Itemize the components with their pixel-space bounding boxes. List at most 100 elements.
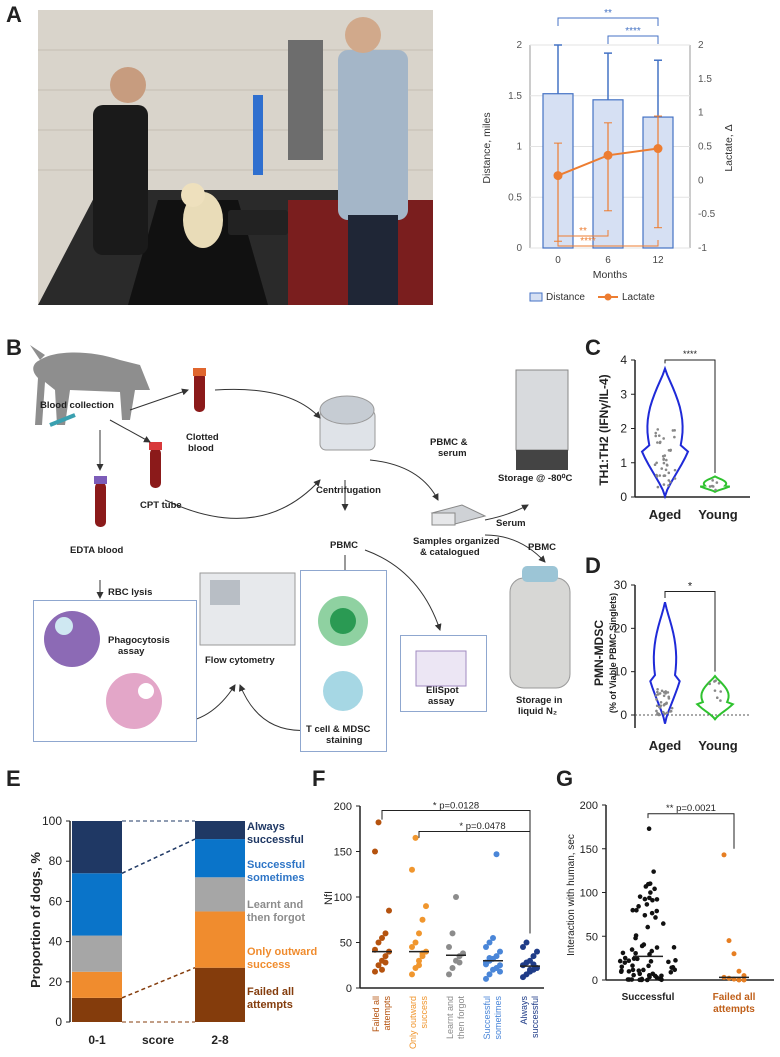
data-point <box>622 960 628 965</box>
data-point <box>660 689 664 693</box>
data-point <box>662 694 666 698</box>
y-tick: 1 <box>620 456 627 470</box>
data-point <box>626 969 632 974</box>
label-tcell-2: staining <box>326 735 363 746</box>
data-point <box>641 942 647 947</box>
data-point <box>655 709 658 713</box>
data-point <box>625 977 631 982</box>
lactate-point <box>603 150 613 160</box>
data-point <box>715 696 719 700</box>
data-point <box>662 483 666 486</box>
data-point <box>375 962 382 969</box>
data-point <box>637 894 643 899</box>
data-point <box>721 852 727 858</box>
data-point <box>379 966 385 973</box>
sig-bracket <box>664 591 716 672</box>
y-tick-right: 0 <box>698 175 704 186</box>
data-point <box>736 968 742 974</box>
data-point <box>648 959 654 964</box>
data-point <box>633 950 638 956</box>
sig-bracket <box>381 810 531 934</box>
data-point <box>670 706 674 710</box>
sig-bracket <box>664 359 716 474</box>
label-storage-80: Storage @ -80⁰C <box>498 473 573 484</box>
data-point <box>673 477 677 480</box>
y-label-right: Lactate, Δ <box>723 124 735 171</box>
data-point <box>710 484 714 488</box>
y-label: Proportion of dogs, % <box>28 852 43 988</box>
label-blood-collection: Blood collection <box>40 400 114 411</box>
y-tick: 3 <box>620 387 627 401</box>
label-pbmc-serum-2: serum <box>438 448 467 459</box>
data-point <box>636 968 642 973</box>
stack-segment <box>72 821 122 874</box>
x-tick: Aged <box>649 738 682 753</box>
x-tick: sometimes <box>493 996 503 1040</box>
data-point <box>409 866 415 873</box>
data-point <box>662 437 665 440</box>
label-phagocytosis-1: Phagocytosis <box>108 635 170 646</box>
label-elispot-1: EliSpot <box>426 685 459 696</box>
data-point <box>630 907 636 913</box>
y-tick-right: 1.5 <box>698 74 712 85</box>
data-point <box>493 851 500 858</box>
data-point <box>497 948 503 955</box>
data-point <box>520 944 526 951</box>
data-point <box>657 976 662 982</box>
data-point <box>714 488 717 492</box>
data-point <box>647 895 652 901</box>
data-point <box>386 907 392 914</box>
data-point <box>483 975 489 982</box>
data-point <box>671 945 677 950</box>
x-tick: attempts <box>713 1004 755 1015</box>
legend-label: then forgot <box>247 912 305 924</box>
x-label: Months <box>593 269 627 281</box>
y-tick: 100 <box>334 892 352 904</box>
x-tick: successful <box>530 996 540 1038</box>
legend-label: Always <box>247 821 285 833</box>
data-point <box>636 904 641 909</box>
data-point <box>667 479 671 482</box>
data-point <box>731 951 737 957</box>
x-tick: 12 <box>652 255 664 266</box>
sig-label: **** <box>580 236 596 247</box>
y-tick-left: 2 <box>516 40 522 51</box>
sig-bracket <box>557 230 609 237</box>
legend-label: successful <box>247 834 304 846</box>
legend-label: Only outward <box>247 946 317 958</box>
data-point <box>673 435 676 439</box>
data-point <box>642 896 648 902</box>
data-point <box>664 468 668 472</box>
data-point <box>658 474 662 477</box>
label-phagocytosis-2: assay <box>118 646 145 657</box>
x-tick: success <box>419 996 429 1029</box>
data-point <box>641 967 646 973</box>
stack-segment <box>195 877 245 912</box>
legend-distance-label: Distance <box>546 292 585 303</box>
y-tick-left: 0.5 <box>508 192 522 203</box>
stack-segment <box>72 971 122 998</box>
x-tick: Always <box>519 996 529 1025</box>
data-point <box>527 966 533 973</box>
legend-label: Failed all <box>247 986 294 998</box>
panel-label-a: A <box>6 2 22 27</box>
y-tick-right: 2 <box>698 40 704 51</box>
workflow-arrows <box>30 345 571 731</box>
data-point <box>409 944 415 951</box>
data-point <box>630 963 635 968</box>
y-tick: 150 <box>334 847 352 859</box>
data-point <box>382 959 389 966</box>
y-tick-left: 1.5 <box>508 91 522 102</box>
data-point <box>655 698 658 701</box>
sig-bracket <box>557 240 659 247</box>
panel-label-d: D <box>585 553 601 578</box>
sig-bracket <box>647 813 735 849</box>
data-point <box>497 962 503 969</box>
x-tick: Failed all <box>713 992 756 1003</box>
data-point <box>530 953 537 960</box>
sig-label: ** <box>579 226 587 237</box>
x-tick: Successful <box>482 996 492 1040</box>
x-tick: Aged <box>649 507 682 522</box>
data-point <box>634 907 639 913</box>
